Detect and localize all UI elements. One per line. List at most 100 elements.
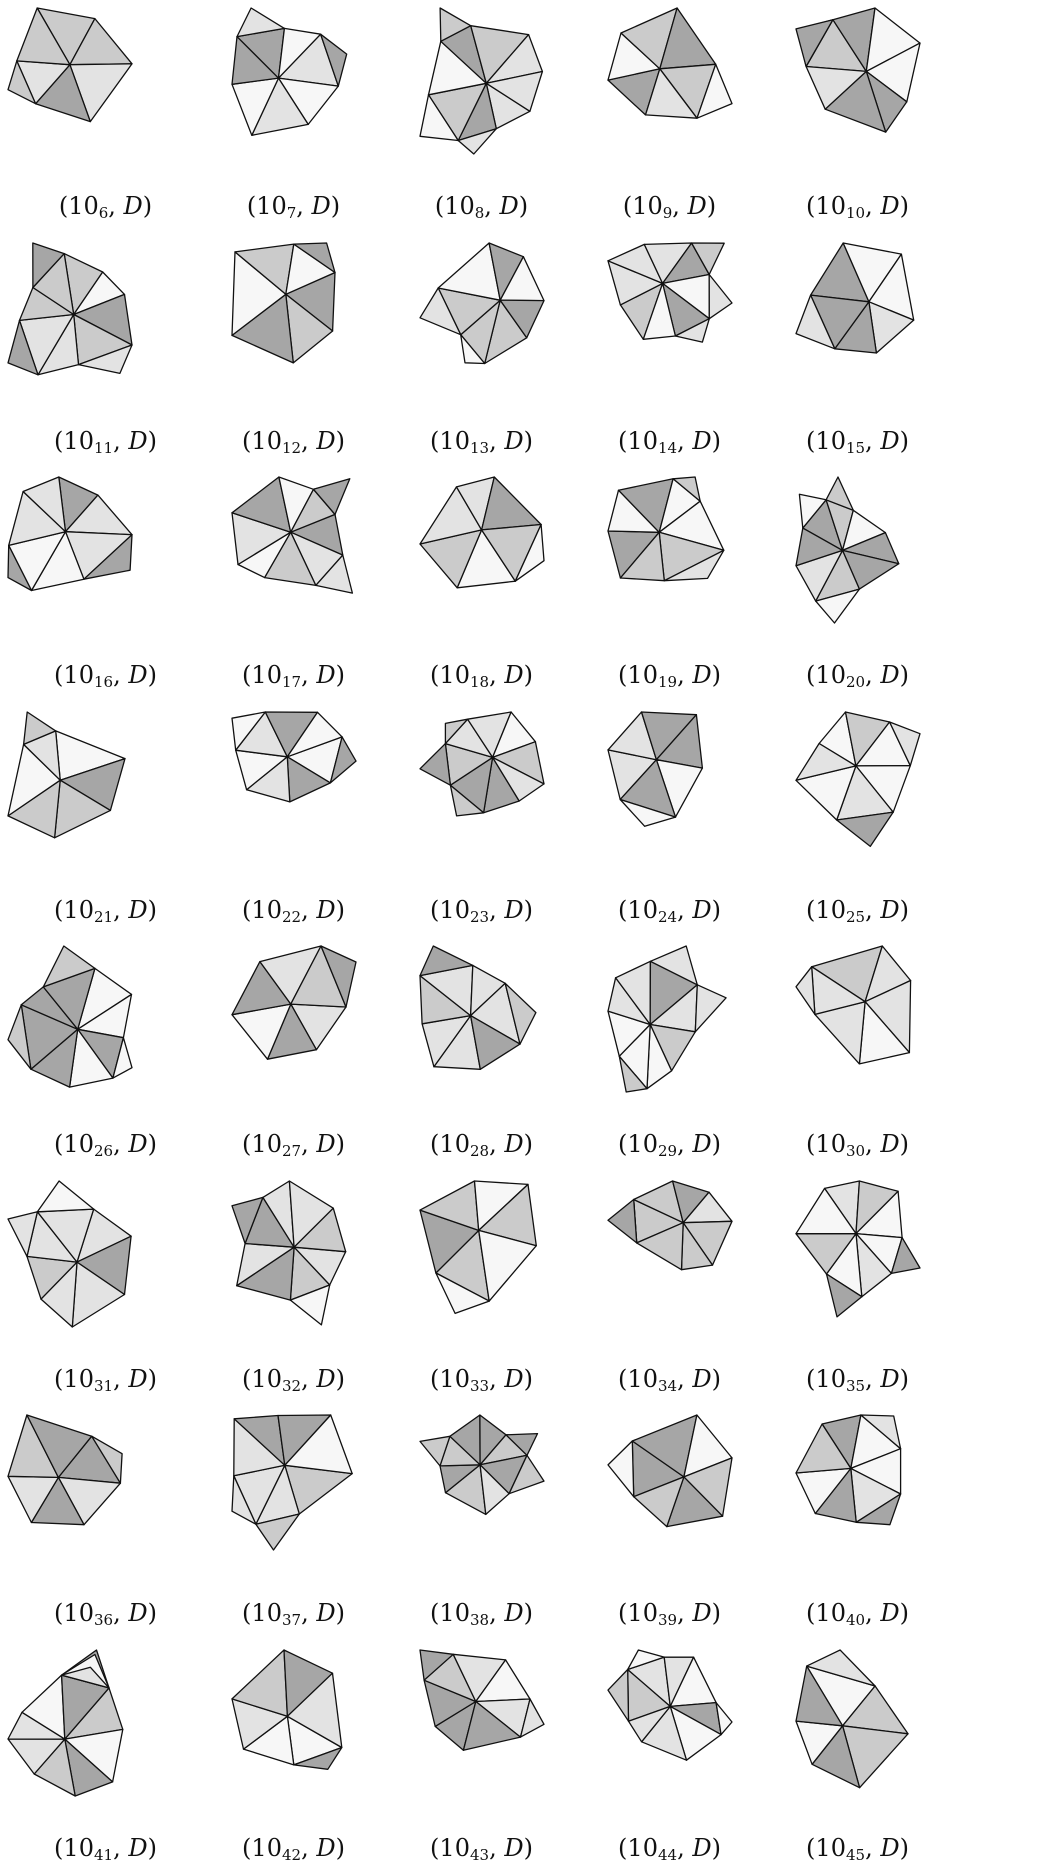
caption-number: 10 xyxy=(439,427,470,455)
caption-suffix: D xyxy=(692,427,711,455)
caption-suffix: D xyxy=(880,1365,899,1393)
polyhedron-drawing xyxy=(752,704,963,884)
caption-index: 25 xyxy=(846,908,865,926)
caption-number: 10 xyxy=(632,192,663,220)
polyhedron-svg xyxy=(752,1407,963,1587)
polyhedron-drawing xyxy=(752,1407,963,1587)
polyhedron-svg xyxy=(752,938,963,1118)
polyhedron-drawing xyxy=(188,704,399,884)
polyhedron-drawing xyxy=(188,235,399,415)
polyhedron-drawing xyxy=(0,938,211,1118)
caption-suffix: D xyxy=(316,1130,335,1158)
caption-number: 10 xyxy=(439,1130,470,1158)
caption-index: 41 xyxy=(94,1846,113,1864)
polyhedron-svg xyxy=(376,0,587,180)
figure-cell: (1012, D) xyxy=(188,235,399,469)
caption-index: 14 xyxy=(658,439,677,457)
figure-caption: (1011, D) xyxy=(0,427,211,455)
caption-index: 12 xyxy=(282,439,301,457)
caption-index: 22 xyxy=(282,908,301,926)
figure-caption: (108, D) xyxy=(376,192,587,220)
polyhedron-drawing xyxy=(564,1642,775,1822)
caption-number: 10 xyxy=(256,192,287,220)
figure-cell: (1010, D) xyxy=(752,0,963,234)
figure-caption: (1029, D) xyxy=(564,1130,775,1158)
polyhedron-svg xyxy=(188,0,399,180)
polyhedron-drawing xyxy=(188,1173,399,1353)
triangle-face xyxy=(608,1199,637,1242)
triangle-face xyxy=(695,985,726,1032)
caption-suffix: D xyxy=(316,661,335,689)
polyhedron-drawing xyxy=(564,0,775,180)
caption-index: 10 xyxy=(846,204,865,222)
caption-suffix: D xyxy=(880,1599,899,1627)
figure-caption: (1026, D) xyxy=(0,1130,211,1158)
polyhedron-drawing xyxy=(0,704,211,884)
figure-caption: (1024, D) xyxy=(564,896,775,924)
polyhedron-drawing xyxy=(188,1642,399,1822)
figure-cell: (1025, D) xyxy=(752,704,963,938)
caption-suffix: D xyxy=(128,1834,147,1862)
polyhedron-svg xyxy=(188,235,399,415)
caption-number: 10 xyxy=(815,896,846,924)
figure-cell: (1045, D) xyxy=(752,1642,963,1876)
caption-number: 10 xyxy=(815,1834,846,1862)
caption-suffix: D xyxy=(128,896,147,924)
polyhedron-svg xyxy=(564,0,775,180)
triangle-face xyxy=(608,1441,634,1497)
caption-suffix: D xyxy=(880,661,899,689)
polyhedron-drawing xyxy=(0,1407,211,1587)
polyhedron-svg xyxy=(188,469,399,649)
figure-cell: (1038, D) xyxy=(376,1407,587,1641)
figure-caption: (1041, D) xyxy=(0,1834,211,1862)
polyhedron-svg xyxy=(0,1407,211,1587)
polyhedron-svg xyxy=(0,469,211,649)
polyhedron-svg xyxy=(188,704,399,884)
polyhedron-svg xyxy=(564,704,775,884)
caption-index: 19 xyxy=(658,673,677,691)
polyhedron-svg xyxy=(0,0,211,180)
polyhedron-drawing xyxy=(376,1642,587,1822)
caption-number: 10 xyxy=(63,896,94,924)
figure-cell: (1033, D) xyxy=(376,1173,587,1407)
caption-number: 10 xyxy=(627,896,658,924)
figure-caption: (1013, D) xyxy=(376,427,587,455)
caption-index: 16 xyxy=(94,673,113,691)
figure-caption: (1021, D) xyxy=(0,896,211,924)
polyhedron-svg xyxy=(0,235,211,415)
polyhedron-svg xyxy=(752,0,963,180)
caption-number: 10 xyxy=(63,1130,94,1158)
triangle-face xyxy=(420,743,450,785)
polyhedron-svg xyxy=(376,704,587,884)
caption-index: 7 xyxy=(287,204,297,222)
caption-index: 40 xyxy=(846,1611,865,1629)
caption-index: 45 xyxy=(846,1846,865,1864)
figure-caption: (1018, D) xyxy=(376,661,587,689)
figure-cell: (107, D) xyxy=(188,0,399,234)
caption-suffix: D xyxy=(880,1130,899,1158)
figure-caption: (1020, D) xyxy=(752,661,963,689)
caption-number: 10 xyxy=(251,1834,282,1862)
caption-index: 13 xyxy=(470,439,489,457)
polyhedron-drawing xyxy=(564,938,775,1118)
caption-number: 10 xyxy=(444,192,475,220)
caption-suffix: D xyxy=(504,896,523,924)
polyhedron-svg xyxy=(752,235,963,415)
figure-caption: (109, D) xyxy=(564,192,775,220)
caption-suffix: D xyxy=(880,192,899,220)
caption-index: 26 xyxy=(94,1142,113,1160)
figure-caption: (1028, D) xyxy=(376,1130,587,1158)
caption-suffix: D xyxy=(316,427,335,455)
polyhedron-drawing xyxy=(564,1407,775,1587)
caption-suffix: D xyxy=(880,896,899,924)
caption-suffix: D xyxy=(692,1834,711,1862)
polyhedron-drawing xyxy=(752,1642,963,1822)
figure-caption: (1033, D) xyxy=(376,1365,587,1393)
polyhedron-svg xyxy=(0,1173,211,1353)
polyhedron-svg xyxy=(376,1642,587,1822)
caption-index: 20 xyxy=(846,673,865,691)
polyhedron-drawing xyxy=(0,1173,211,1353)
caption-index: 18 xyxy=(470,673,489,691)
caption-suffix: D xyxy=(692,896,711,924)
polyhedron-drawing xyxy=(376,1407,587,1587)
